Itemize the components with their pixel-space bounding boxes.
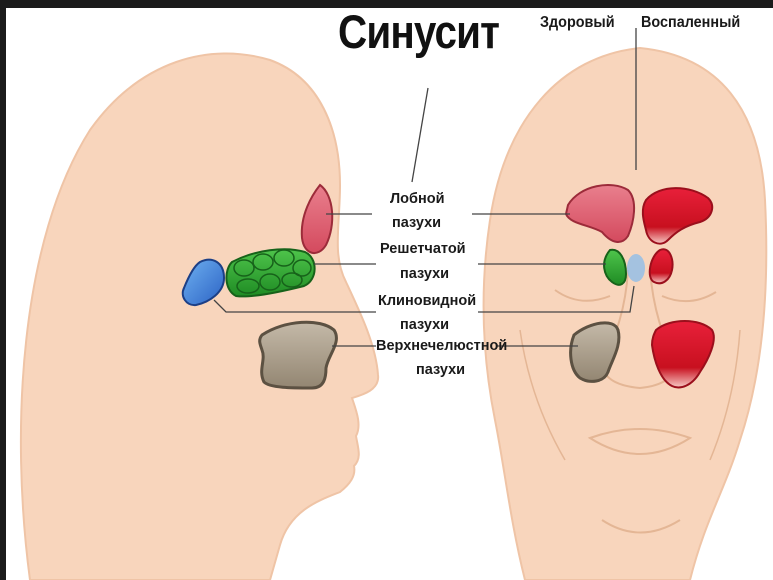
frontal-sinus-label: Лобной (390, 191, 445, 207)
sphenoid-sinus-front (627, 254, 645, 282)
ethmoid-sinus-label: Решетчатой (380, 241, 466, 257)
legend-healthy-label: Здоровый (540, 14, 615, 32)
frontal-sinus-suffix: пазухи (392, 215, 441, 231)
sphenoid-sinus-suffix: пазухи (400, 317, 449, 333)
maxillary-sinus-suffix: пазухи (416, 362, 465, 378)
diagram-title: Синусит (338, 4, 499, 59)
maxillary-sinus-side (260, 322, 337, 388)
maxillary-sinus-label: Верхнечелюстной (376, 338, 507, 354)
sphenoid-sinus-label: Клиновидной (378, 293, 476, 309)
legend-inflamed-label: Воспаленный (641, 14, 740, 32)
ethmoid-sinus-suffix: пазухи (400, 266, 449, 282)
